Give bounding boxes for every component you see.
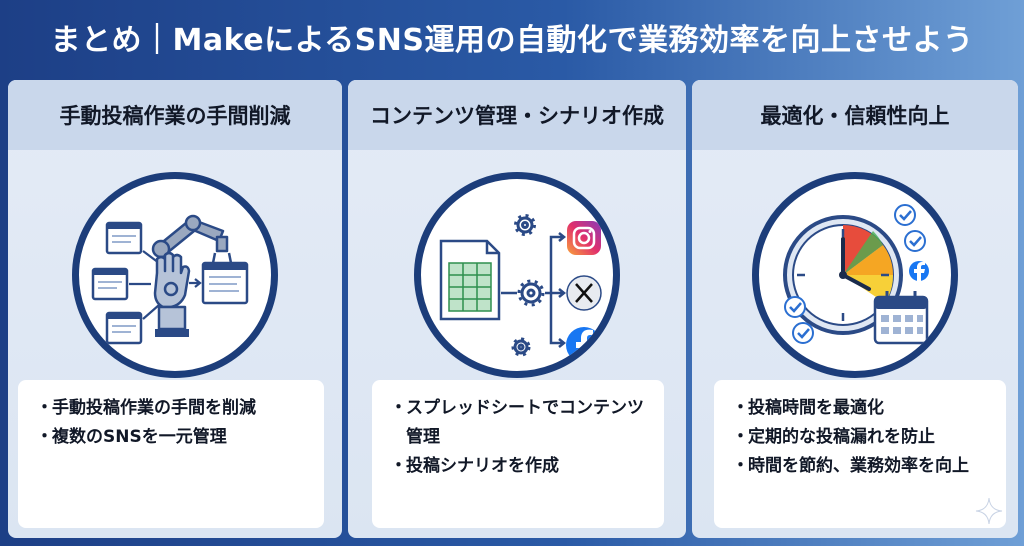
panel-content-management: コンテンツ管理・シナリオ作成 xyxy=(348,80,686,538)
bullet-mark: ・ xyxy=(36,427,53,447)
bullet-mark: ・ xyxy=(732,456,749,476)
list-item: ・スプレッドシートでコンテンツ管理 xyxy=(388,394,650,452)
list-item: ・時間を節約、業務効率を向上 xyxy=(730,452,992,481)
illustration-circle xyxy=(414,172,620,378)
bullet-list: ・スプレッドシートでコンテンツ管理 ・投稿シナリオを作成 xyxy=(372,380,664,528)
panel-header: 最適化・信頼性向上 xyxy=(692,80,1018,150)
panel-header: コンテンツ管理・シナリオ作成 xyxy=(348,80,686,150)
panel-optimization: 最適化・信頼性向上 xyxy=(692,80,1018,538)
list-item: ・定期的な投稿漏れを防止 xyxy=(730,423,992,452)
header: まとめ｜MakeによるSNS運用の自動化で業務効率を向上させよう xyxy=(0,0,1024,74)
panel-manual-posting: 手動投稿作業の手間削減 xyxy=(8,80,342,538)
bullet-mark: ・ xyxy=(732,398,749,418)
robot-arm-automation-icon xyxy=(91,214,249,345)
page-title: まとめ｜MakeによるSNS運用の自動化で業務効率を向上させよう xyxy=(50,23,974,58)
bullet-list: ・手動投稿作業の手間を削減 ・複数のSNSを一元管理 xyxy=(18,380,324,528)
list-item-text: 投稿時間を最適化 xyxy=(748,398,884,418)
list-item-text: 複数のSNSを一元管理 xyxy=(52,427,227,447)
list-item-text: 時間を節約、業務効率を向上 xyxy=(748,456,969,476)
illustration-circle xyxy=(72,172,278,378)
list-item: ・複数のSNSを一元管理 xyxy=(34,423,310,452)
panel-title: 手動投稿作業の手間削減 xyxy=(59,104,291,128)
sparkle-icon xyxy=(975,497,1003,525)
panel-title: 最適化・信頼性向上 xyxy=(760,104,950,128)
clock-calendar-icon xyxy=(783,204,929,345)
bullet-list: ・投稿時間を最適化 ・定期的な投稿漏れを防止 ・時間を節約、業務効率を向上 xyxy=(714,380,1006,528)
bullet-mark: ・ xyxy=(36,398,53,418)
panel-header: 手動投稿作業の手間削減 xyxy=(8,80,342,150)
bullet-mark: ・ xyxy=(390,398,407,418)
bullet-mark: ・ xyxy=(390,456,407,476)
list-item: ・手動投稿作業の手間を削減 xyxy=(34,394,310,423)
panel-title: コンテンツ管理・シナリオ作成 xyxy=(370,104,664,128)
list-item-text: 手動投稿作業の手間を削減 xyxy=(52,398,256,418)
list-item: ・投稿シナリオを作成 xyxy=(388,452,650,481)
list-item-text: 定期的な投稿漏れを防止 xyxy=(748,427,935,447)
list-item: ・投稿時間を最適化 xyxy=(730,394,992,423)
illustration-circle xyxy=(752,172,958,378)
bullet-mark: ・ xyxy=(732,427,749,447)
list-item-text: 投稿シナリオを作成 xyxy=(406,456,559,476)
list-item-text: スプレッドシートでコンテンツ管理 xyxy=(406,398,644,447)
spreadsheet-to-social-icon xyxy=(439,214,602,363)
